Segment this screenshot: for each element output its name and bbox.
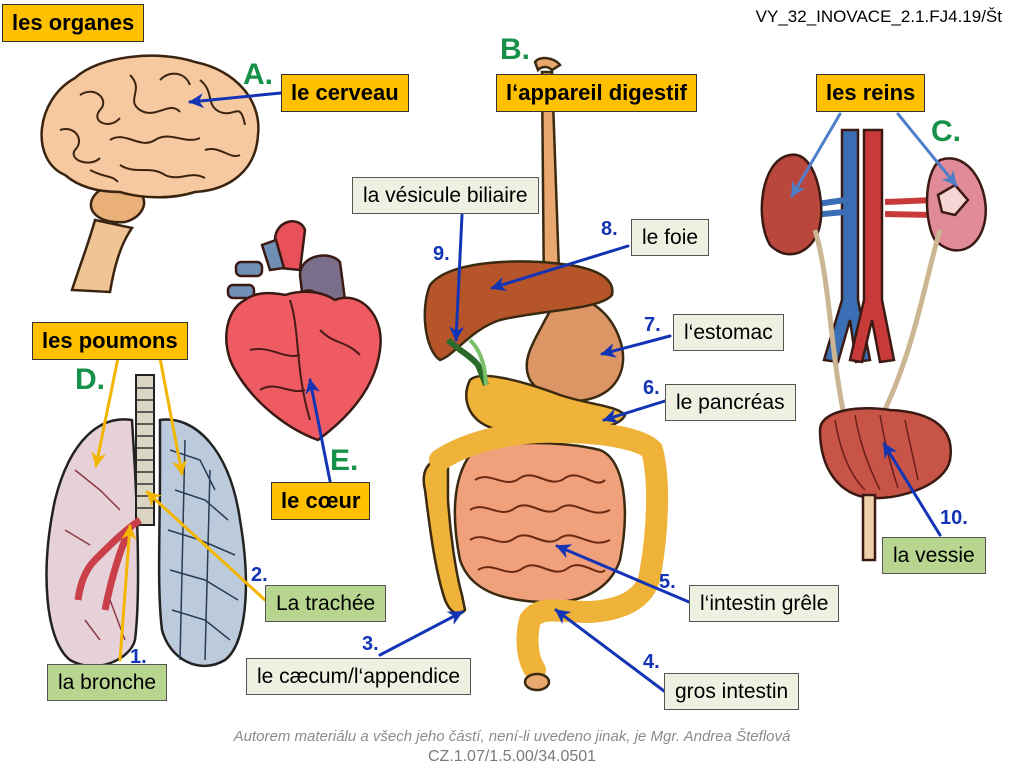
brain-illustration xyxy=(40,54,260,294)
part-label-7: l‘estomac xyxy=(673,314,784,351)
part-number-6: 6. xyxy=(643,377,660,399)
letter-e: E. xyxy=(330,444,359,477)
digestive-system-illustration xyxy=(422,56,669,692)
letter-d: D. xyxy=(75,363,105,396)
label-heart: le cœur xyxy=(271,482,371,520)
author-credit: Autorem materiálu a všech jeho částí, ne… xyxy=(233,728,791,745)
part-number-7: 7. xyxy=(644,314,661,336)
part-label-8: le foie xyxy=(631,219,710,256)
part-label-2: La trachée xyxy=(265,585,387,622)
part-number-10: 10. xyxy=(940,507,968,529)
label-kidneys: les reins xyxy=(816,74,926,112)
project-code: CZ.1.07/1.5.00/34.0501 xyxy=(427,748,597,765)
part-number-9: 9. xyxy=(433,243,450,265)
part-label-1: la bronche xyxy=(47,664,168,701)
lungs-illustration xyxy=(45,374,248,668)
label-digestive-system: l‘appareil digestif xyxy=(496,74,697,112)
label-lungs: les poumons xyxy=(32,322,188,360)
part-label-9: la vésicule biliaire xyxy=(352,177,539,214)
kidneys-illustration xyxy=(760,128,988,562)
part-label-4: gros intestin xyxy=(664,673,800,710)
letter-a: A. xyxy=(243,58,273,91)
part-label-6: le pancréas xyxy=(665,384,796,421)
part-number-1: 1. xyxy=(130,646,147,668)
leader-lines xyxy=(91,91,958,693)
part-label-5: l‘intestin grêle xyxy=(689,585,840,622)
part-label-10: la vessie xyxy=(882,537,986,574)
part-number-4: 4. xyxy=(643,651,660,673)
letter-b: B. xyxy=(500,33,530,66)
part-number-5: 5. xyxy=(659,571,676,593)
part-number-2: 2. xyxy=(251,564,268,586)
document-code: VY_32_INOVACE_2.1.FJ4.19/Št xyxy=(755,7,1002,26)
label-brain: le cerveau xyxy=(281,74,409,112)
letter-c: C. xyxy=(931,115,961,148)
part-label-3: le cæcum/l‘appendice xyxy=(246,658,472,695)
page-title: les organes xyxy=(2,4,145,42)
part-number-3: 3. xyxy=(362,633,379,655)
part-number-8: 8. xyxy=(601,218,618,240)
heart-illustration xyxy=(225,220,382,442)
